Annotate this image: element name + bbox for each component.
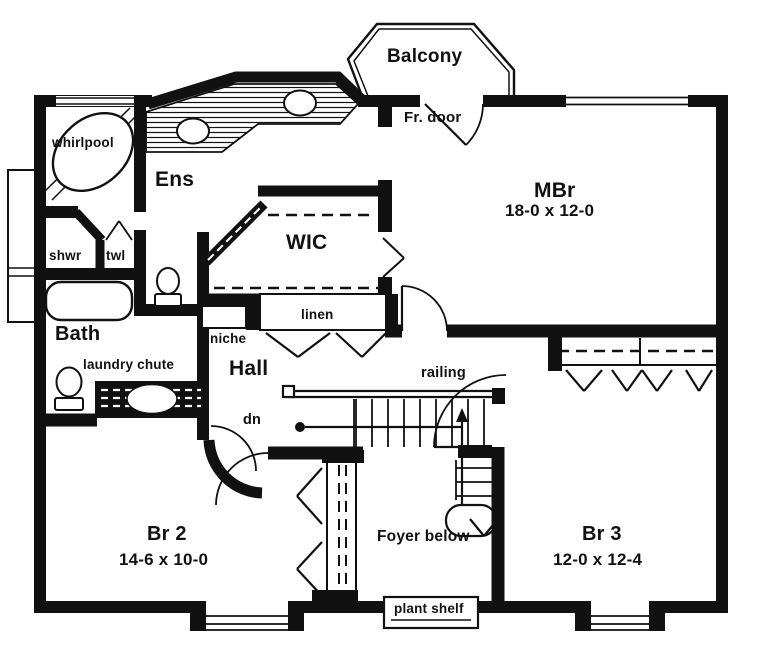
railing-line bbox=[288, 389, 494, 399]
bifold-door-icon bbox=[265, 332, 387, 358]
mbr-wall-door bbox=[385, 285, 728, 338]
winder-treads bbox=[455, 460, 498, 500]
foyer-br3-divider bbox=[433, 374, 507, 607]
plant-shelf-label: plant shelf bbox=[394, 601, 464, 616]
closet-rod bbox=[338, 465, 347, 598]
laundry-chute bbox=[95, 381, 207, 418]
br2-closet bbox=[296, 463, 358, 607]
linen-label: linen bbox=[301, 307, 334, 322]
vanity-counter bbox=[145, 83, 360, 153]
toilet-icon bbox=[154, 293, 182, 307]
bathtub-icon bbox=[44, 280, 134, 322]
br2-window-bay bbox=[190, 601, 304, 631]
sink-icon bbox=[176, 117, 210, 145]
french-door-label: Fr. door bbox=[404, 109, 462, 126]
br3-label: Br 3 bbox=[582, 523, 622, 545]
railing-label: railing bbox=[421, 365, 466, 381]
hall-walls bbox=[215, 446, 364, 506]
down-label: dn bbox=[243, 412, 262, 428]
bifold-door-icon bbox=[565, 369, 713, 392]
towel-label: twl bbox=[106, 248, 126, 263]
door-arc bbox=[433, 374, 507, 448]
linen-closet bbox=[246, 293, 398, 358]
whirlpool-label: whirlpool bbox=[52, 135, 114, 150]
wic-label: WIC bbox=[286, 231, 328, 254]
french-door bbox=[378, 95, 484, 146]
stairs bbox=[281, 384, 505, 538]
mbr-dims: 18-0 x 12-0 bbox=[505, 201, 595, 220]
br3-closet bbox=[548, 337, 716, 392]
laundry-chute-label: laundry chute bbox=[83, 357, 175, 372]
door-arc bbox=[215, 452, 269, 506]
br2-label: Br 2 bbox=[147, 523, 187, 545]
shower-label: shwr bbox=[49, 248, 82, 263]
toilet-icon bbox=[156, 267, 180, 295]
ens-label: Ens bbox=[155, 168, 195, 191]
whirlpool-tub-icon bbox=[51, 111, 135, 193]
br2-dims: 14-6 x 10-0 bbox=[119, 550, 209, 569]
hall-label: Hall bbox=[229, 357, 269, 380]
niche-label: niche bbox=[210, 331, 247, 346]
niche-recess bbox=[201, 305, 247, 329]
balcony-label: Balcony bbox=[387, 46, 463, 67]
arrow-head-icon bbox=[456, 408, 468, 422]
foyer-label: Foyer below bbox=[377, 528, 470, 545]
bifold-door-icon bbox=[296, 467, 323, 597]
plant-shelf bbox=[382, 595, 480, 630]
windows bbox=[56, 96, 688, 106]
bath-label: Bath bbox=[55, 323, 101, 345]
sink-icon bbox=[283, 89, 317, 117]
mbr-label: MBr bbox=[534, 179, 576, 202]
door-arc bbox=[401, 285, 448, 332]
stair-treads bbox=[353, 399, 485, 447]
toilet-icon bbox=[54, 397, 84, 411]
br3-dims: 12-0 x 12-4 bbox=[553, 550, 643, 569]
br3-window-bay bbox=[575, 601, 665, 631]
toilet-icon bbox=[55, 366, 83, 398]
balcony-railing bbox=[346, 22, 516, 97]
